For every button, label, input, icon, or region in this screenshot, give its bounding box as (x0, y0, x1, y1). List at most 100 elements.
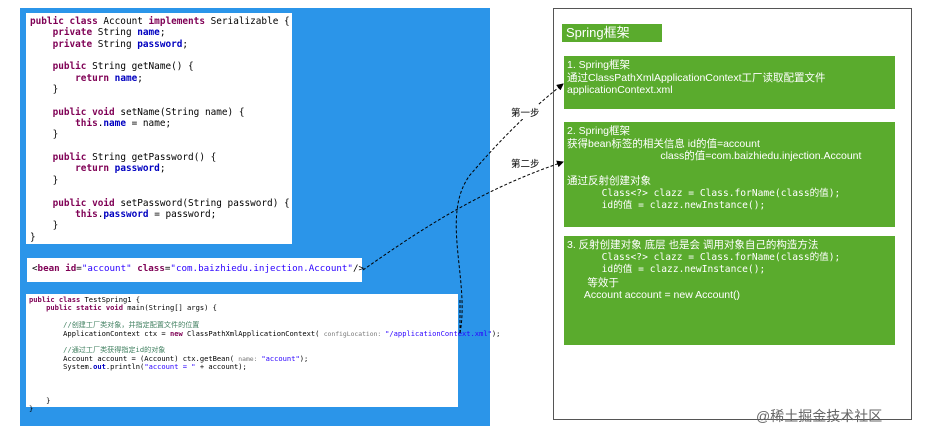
step-box-line: 等效于 (567, 276, 619, 289)
code-line: return password; (30, 163, 165, 174)
test-main-code: public class TestSpring1 { public static… (26, 294, 500, 413)
code-token: TestSpring1 { (84, 295, 141, 304)
code-token: public void (52, 197, 121, 209)
code-token: password (137, 38, 183, 50)
code-token: ; (137, 72, 143, 84)
code-token: Serializable { (210, 16, 290, 27)
code-token: public (52, 152, 93, 164)
code-token: private (52, 27, 98, 39)
code-token: + account); (195, 362, 247, 372)
code-token: "account" (81, 263, 132, 274)
step-box-2: 2. Spring框架获得bean标签的相关信息 id的值=account cl… (564, 122, 895, 227)
code-line: this.password = password; (30, 209, 216, 220)
step-box-line: 1. Spring框架 (567, 59, 631, 71)
code-token: } (30, 84, 59, 96)
step-box-line: 2. Spring框架 (567, 125, 631, 137)
code-token: return (75, 72, 115, 84)
code-line: } (30, 174, 59, 186)
code-token: out (93, 362, 106, 372)
account-class-code-text: public class Account implements Serializ… (26, 13, 292, 243)
code-token: . (97, 208, 104, 220)
code-line: } (30, 129, 59, 141)
test-main-code-text: public class TestSpring1 { public static… (26, 294, 500, 414)
code-token: Account (103, 16, 149, 27)
code-token: ClassPathXmlApplicationContext( (187, 328, 324, 338)
code-token: new (169, 328, 188, 338)
step-box-1: 1. Spring框架通过ClassPathXmlApplicationCont… (564, 56, 895, 109)
step-box-line: 3. 反射创建对象 底层 也是会 调用对象自己的构造方法 (567, 239, 819, 251)
code-token: ; (182, 38, 189, 50)
code-token: ); (491, 328, 501, 338)
code-token: id (65, 263, 77, 274)
code-token: . (97, 118, 104, 130)
account-class-code: public class Account implements Serializ… (26, 13, 292, 244)
code-token: = password; (148, 208, 217, 220)
step-box-line: id的值 = clazz.newInstance(); (567, 200, 766, 211)
code-token: name (103, 118, 126, 130)
code-line: private String name; (30, 27, 166, 39)
code-line: } (29, 404, 33, 413)
code-line: <bean id="account" class="com.baizhiedu.… (32, 263, 364, 274)
step-box-line: id的值 = clazz.newInstance(); (567, 264, 766, 275)
code-token: } (30, 129, 59, 141)
code-line: } (29, 396, 50, 405)
code-line: System.out.println("account = " + accoun… (29, 362, 247, 371)
bean-definition-code: <bean id="account" class="com.baizhiedu.… (27, 258, 364, 282)
code-token: = name; (125, 118, 172, 130)
code-token: System. (29, 362, 94, 372)
code-token: bean (37, 263, 66, 274)
code-token: ApplicationContext ctx = (29, 328, 170, 338)
code-token: //通过工厂类获得指定id的对象 (63, 345, 166, 355)
code-line: public void setName(String name) { (30, 107, 245, 118)
code-line: public String getName() { (30, 61, 194, 72)
bean-definition-code-text: <bean id="account" class="com.baizhiedu.… (27, 258, 364, 280)
code-token: "/applicationContext.xml" (385, 328, 492, 338)
code-token: = (76, 263, 82, 274)
code-line: public static void main(String[] args) { (29, 303, 217, 312)
code-token: "com.baizhiedu.injection.Account" (170, 263, 353, 274)
code-line: //创建工厂类对象，并指定配置文件的位置 (29, 320, 199, 329)
code-token: setName(String name) { (120, 106, 245, 118)
code-token: ; (159, 27, 166, 39)
code-token: main(String[] args) { (127, 303, 217, 313)
spring-title-tag: Spring框架 (562, 24, 662, 42)
code-line: public class TestSpring1 { (29, 295, 140, 304)
code-token: } (30, 174, 59, 186)
code-token: String (97, 27, 138, 39)
code-token: public class (30, 16, 104, 27)
step-box-line: Class<?> clazz = Class.forName(class的值); (567, 251, 841, 263)
code-token: private (52, 38, 98, 50)
code-token: name (114, 72, 138, 84)
code-token: name (137, 27, 160, 39)
code-token: /> (352, 263, 365, 274)
code-token: Account account = (Account) ctx.getBean( (29, 353, 239, 363)
code-token: public void (52, 106, 121, 118)
code-line: } (30, 220, 59, 232)
code-line: this.name = name; (30, 118, 171, 129)
code-token: configLocation: (323, 329, 386, 338)
code-token: ; (159, 163, 166, 175)
code-token: } (30, 231, 36, 243)
code-line: Account account = (Account) ctx.getBean(… (29, 354, 308, 363)
code-token: } (29, 404, 34, 414)
step-box-line: applicationContext.xml (567, 84, 673, 96)
step2-arrow (362, 160, 564, 271)
code-token: name: (238, 354, 262, 363)
code-token: password (114, 163, 160, 175)
code-token: String getName() { (92, 61, 194, 73)
code-token: < (32, 263, 38, 274)
code-token: } (30, 220, 59, 232)
code-token: String getPassword() { (92, 152, 217, 164)
step-box-line: 通过反射创建对象 (567, 175, 651, 187)
step1-label: 第一步 (510, 105, 541, 119)
code-token: setPassword(String password) { (120, 197, 290, 209)
code-line: } (30, 84, 59, 96)
code-token: this (75, 208, 98, 220)
step-box-line: Class<?> clazz = Class.forName(class的值); (567, 187, 841, 199)
code-token: public (52, 61, 93, 73)
code-token: } (29, 395, 51, 405)
code-line: return name; (30, 73, 143, 84)
code-line: } (30, 232, 36, 243)
code-token: //创建工厂类对象，并指定配置文件的位置 (63, 320, 200, 330)
